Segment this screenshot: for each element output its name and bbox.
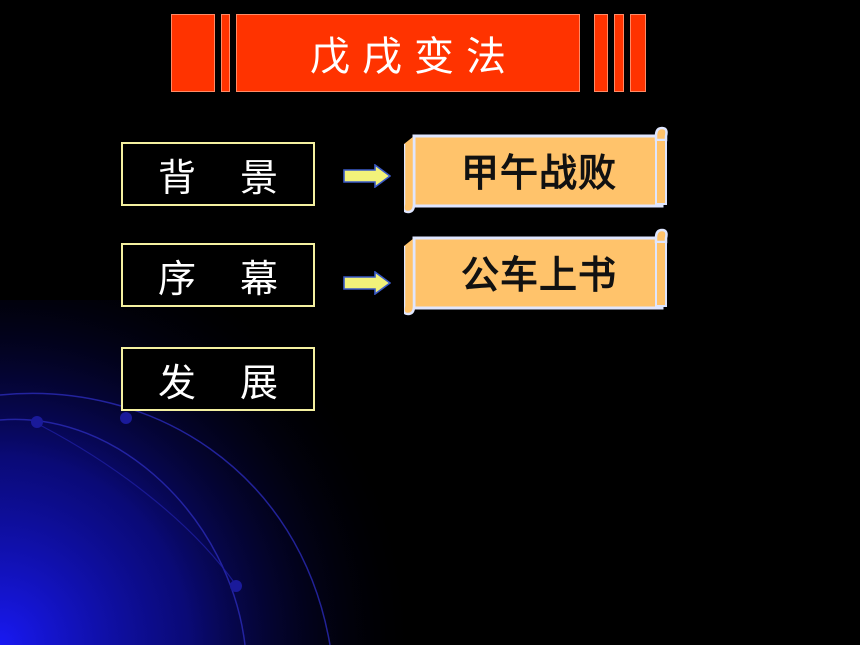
scroll-icon <box>404 228 668 316</box>
scroll-card[interactable]: 甲午战败 <box>404 126 668 214</box>
arc-dot-icon <box>230 580 242 592</box>
scroll-text: 公车上书 <box>460 252 617 297</box>
label-text: 背景 <box>158 155 323 200</box>
label-text: 序幕 <box>158 256 323 301</box>
scroll-card[interactable]: 公车上书 <box>404 228 668 316</box>
scroll-text: 甲午战败 <box>460 150 617 195</box>
page-title: 戊戌变法 <box>310 34 518 80</box>
banner-left-block <box>171 14 215 92</box>
title-bar: 戊戌变法 <box>236 14 580 92</box>
right-arrow-icon <box>343 164 391 188</box>
arc-dot-icon <box>120 412 132 424</box>
banner-left-stripe <box>221 14 230 92</box>
banner-right-stripe-3 <box>630 14 646 92</box>
banner-right-stripe-2 <box>614 14 624 92</box>
label-box-development[interactable]: 发展 <box>121 347 315 411</box>
label-box-background[interactable]: 背景 <box>121 142 315 206</box>
label-text: 发展 <box>158 360 323 405</box>
banner-right-stripe-1 <box>594 14 608 92</box>
label-box-prelude[interactable]: 序幕 <box>121 243 315 307</box>
arc-dot-icon <box>31 416 43 428</box>
scroll-icon <box>404 126 668 214</box>
right-arrow-icon <box>343 271 391 295</box>
